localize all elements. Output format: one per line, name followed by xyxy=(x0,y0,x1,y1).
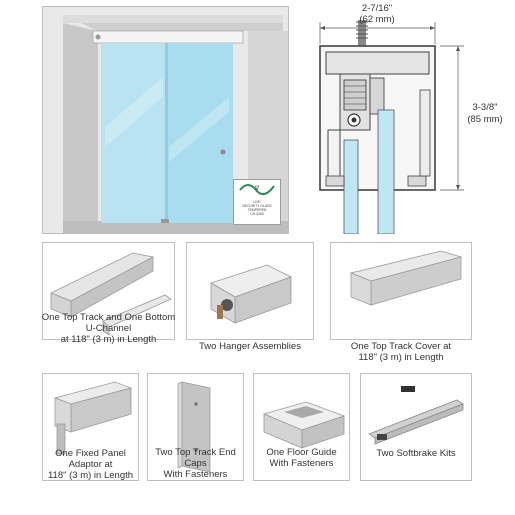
component-top-track-bottom-channel xyxy=(42,242,175,340)
component-softbrake-kits xyxy=(360,373,472,481)
caption-line: at 118" (3 m) in Length xyxy=(60,334,157,345)
end-cap-image xyxy=(177,381,211,473)
height-dimension-metric: (85 mm) xyxy=(467,114,503,125)
width-dimension-imperial: 2-7/16" xyxy=(361,3,393,14)
component-top-track-cover xyxy=(330,242,472,340)
caption-line: One Top Track and One Bottom xyxy=(41,312,176,323)
caption-line: 118" (3 m) in Length xyxy=(47,470,134,481)
track-profile-svg xyxy=(319,20,464,234)
safety-glass-logo-icon: ∇ xyxy=(239,184,275,196)
caption-line: Two Hanger Assemblies xyxy=(199,341,301,352)
fixed-panel-adaptor-image xyxy=(53,381,133,455)
caption-line: One Fixed Panel xyxy=(55,448,126,459)
caption-line: With Fasteners xyxy=(163,469,228,480)
caption-fixed-panel-adaptor: One Fixed Panel Adaptor at 118" (3 m) in… xyxy=(38,448,143,481)
safety-label-line-3: TEMPERED xyxy=(247,208,267,212)
top-track-cover-image xyxy=(349,250,463,306)
component-floor-guide xyxy=(253,373,350,481)
width-dimension-metric: (62 mm) xyxy=(359,14,395,25)
component-end-caps xyxy=(147,373,244,481)
caption-top-track-cover: One Top Track Cover at 118" (3 m) in Len… xyxy=(330,341,472,363)
glass-safety-label: ∇ LIVE SECURITY GLASS TEMPERED CH-4260 xyxy=(233,179,281,225)
caption-line: One Top Track Cover at xyxy=(350,341,452,352)
caption-line: With Fasteners xyxy=(269,458,334,469)
caption-end-caps: Two Top Track End Caps With Fasteners xyxy=(143,447,248,480)
floor-guide-image xyxy=(262,401,346,449)
caption-softbrake-kits: Two Softbrake Kits xyxy=(360,448,472,459)
caption-line: Adaptor at xyxy=(68,459,113,470)
component-hanger-assemblies xyxy=(186,242,314,340)
safety-label-line-2: SECURITY GLASS xyxy=(242,204,272,208)
sliding-door-illustration xyxy=(43,7,288,233)
caption-line: Two Top Track End Caps xyxy=(155,447,236,469)
caption-line: 118" (3 m) in Length xyxy=(358,352,444,363)
top-track-and-u-channel-image xyxy=(50,252,172,336)
safety-label-line-4: CH-4260 xyxy=(250,212,264,216)
hanger-assembly-image xyxy=(210,264,293,324)
caption-line: Two Softbrake Kits xyxy=(376,448,456,459)
caption-hanger-assemblies: Two Hanger Assemblies xyxy=(186,341,314,352)
caption-floor-guide: One Floor Guide With Fasteners xyxy=(249,447,354,469)
cross-section-drawing: 2-7/16" (62 mm) 3-3/8" (85 mm) xyxy=(300,0,510,234)
caption-top-track-bottom-channel: One Top Track and One Bottom U-Channel a… xyxy=(38,312,179,345)
component-fixed-panel-adaptor xyxy=(42,373,139,481)
installation-illustration-panel: ∇ LIVE SECURITY GLASS TEMPERED CH-4260 xyxy=(42,6,289,234)
caption-line: One Floor Guide xyxy=(266,447,337,458)
height-dimension-imperial: 3-3/8" xyxy=(472,102,498,113)
safety-label-text: LIVE SECURITY GLASS TEMPERED CH-4260 xyxy=(234,200,280,216)
caption-line: U-Channel xyxy=(85,323,132,334)
svg-text:∇: ∇ xyxy=(254,185,260,192)
safety-label-line-1: LIVE xyxy=(253,200,261,204)
softbrake-kit-image xyxy=(368,386,464,445)
